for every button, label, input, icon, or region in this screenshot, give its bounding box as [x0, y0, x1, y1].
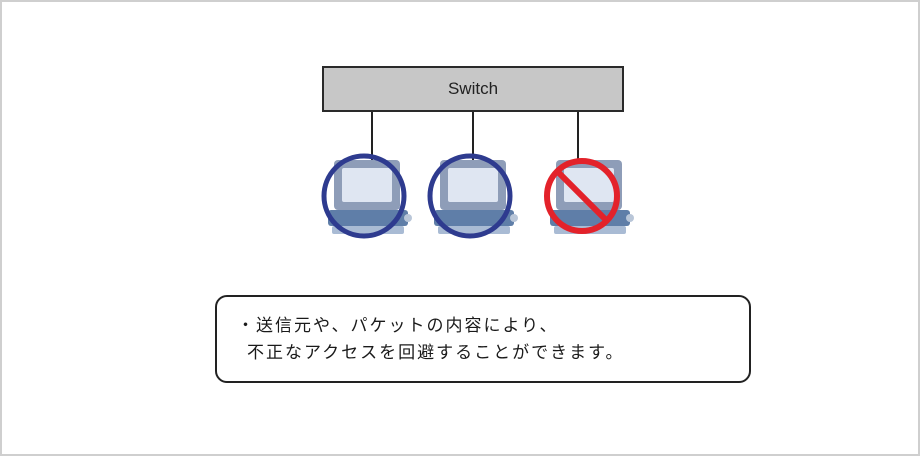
computer-icon	[427, 153, 518, 239]
allowed-ring	[321, 153, 407, 239]
pc-blocked	[542, 152, 638, 242]
prohibited-icon	[544, 158, 620, 234]
network-switch: Switch	[322, 66, 624, 112]
allowed-ring	[427, 153, 513, 239]
computer-icon	[321, 153, 412, 239]
note-line-2: 不正なアクセスを回避することができます。	[247, 343, 625, 363]
note-line-1: ・送信元や、パケットの内容により、	[237, 316, 559, 336]
pc-allowed-1	[320, 152, 416, 242]
pc-allowed-2	[426, 152, 522, 242]
computer-icon	[544, 158, 634, 234]
explanation-note: ・送信元や、パケットの内容により、 不正なアクセスを回避することができます。	[215, 295, 751, 383]
switch-label: Switch	[447, 79, 499, 98]
